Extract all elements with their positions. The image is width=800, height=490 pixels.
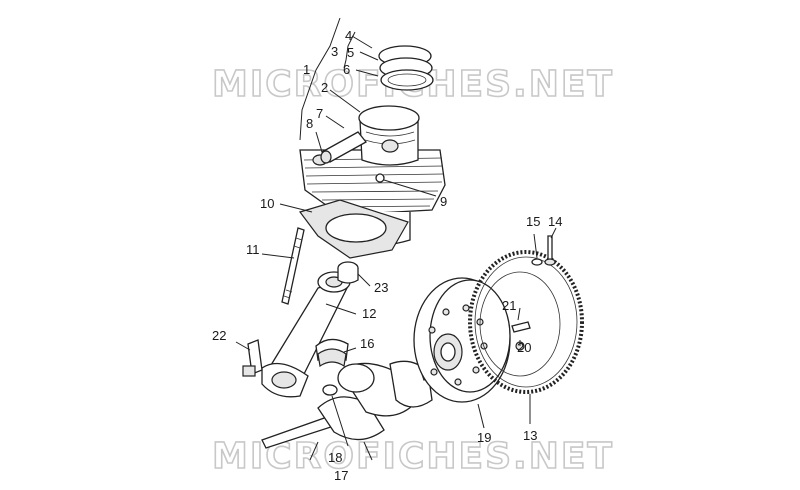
label-18: 18 <box>328 450 342 465</box>
flywheel <box>413 277 511 403</box>
label-4: 4 <box>345 28 352 43</box>
rod-bolt <box>242 339 263 377</box>
label-14: 14 <box>548 214 562 229</box>
label-3: 3 <box>331 44 338 59</box>
circlip <box>375 173 385 183</box>
label-2: 2 <box>321 80 328 95</box>
stud <box>281 227 305 305</box>
flywheel-bolt <box>511 321 531 333</box>
part-labels: 1 2 3 4 5 6 7 8 9 10 11 12 13 14 15 16 1… <box>212 28 562 483</box>
ring-gear <box>468 250 584 394</box>
leader-lines <box>235 17 557 461</box>
label-22: 22 <box>212 328 226 343</box>
label-6: 6 <box>343 62 350 77</box>
label-10: 10 <box>260 196 274 211</box>
piston <box>358 105 420 166</box>
label-15: 15 <box>526 214 540 229</box>
lock-washer <box>531 258 543 266</box>
bearing-shells <box>315 338 349 368</box>
label-20: 20 <box>517 340 531 355</box>
label-23: 23 <box>374 280 388 295</box>
label-7: 7 <box>316 106 323 121</box>
label-11: 11 <box>246 242 260 257</box>
thrust-washer <box>322 384 338 396</box>
label-13: 13 <box>523 428 537 443</box>
label-5: 5 <box>347 45 354 60</box>
label-9: 9 <box>440 194 447 209</box>
label-21: 21 <box>502 298 516 313</box>
small-end-bush <box>337 261 359 284</box>
label-16: 16 <box>360 336 374 351</box>
piston-rings <box>378 45 434 91</box>
label-1: 1 <box>303 62 310 77</box>
ring-gear-screw <box>544 235 556 266</box>
base-gasket <box>299 199 409 259</box>
label-12: 12 <box>362 306 376 321</box>
label-19: 19 <box>477 430 491 445</box>
label-8: 8 <box>306 116 313 131</box>
piston-pin <box>320 131 367 164</box>
label-17: 17 <box>334 468 348 483</box>
